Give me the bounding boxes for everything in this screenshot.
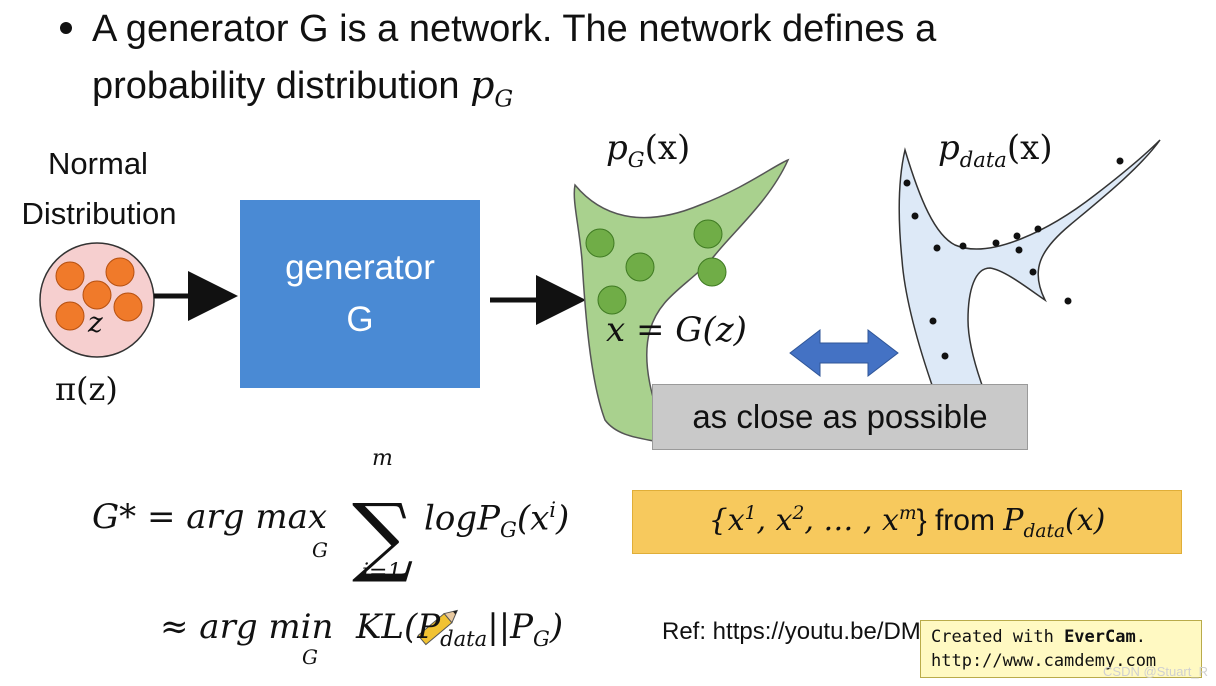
evercam-url: http://www.camdemy.com: [931, 651, 1157, 671]
pdata-samples: [903, 157, 1124, 360]
generator-label: generator: [285, 248, 435, 287]
bullet-line-1: A generator G is a network. The network …: [92, 8, 937, 50]
samples-text: {x1, x2, … , xm} from Pdata(x): [708, 502, 1106, 542]
x-equals-g-z-label: x = G(z): [606, 310, 747, 350]
pencil-cursor-icon: [417, 609, 459, 646]
g-star-equation: G* = arg max: [92, 497, 328, 537]
under-max-g: G: [312, 538, 328, 562]
pg-symbol: pG: [470, 63, 514, 113]
evercam-line-1: Created with EverCam.: [931, 627, 1146, 647]
sample-dot: [55, 301, 85, 331]
pg-x-label: pG(x): [606, 128, 691, 172]
csdn-watermark: CSDN @Stuart_R: [1103, 664, 1208, 679]
sum-upper-limit: m: [372, 446, 393, 471]
normal-samples: [55, 257, 143, 331]
bullet-line-2: probability distribution pG: [92, 64, 513, 120]
bullet-line-2-text: probability distribution: [92, 65, 471, 107]
z-label: z: [88, 306, 103, 339]
sample-dot: [113, 292, 143, 322]
as-close-as-possible-box: as close as possible: [652, 384, 1028, 450]
under-min-g: G: [302, 645, 318, 669]
bullet-point: [60, 22, 72, 34]
as-close-as-possible-text: as close as possible: [692, 398, 988, 435]
sample-dot: [82, 280, 112, 310]
sample-dot: [105, 257, 135, 287]
sum-lower-limit: i=1: [362, 560, 402, 585]
generator-box: generator G: [240, 200, 480, 388]
log-pg-term: logPG(xi): [424, 497, 570, 543]
sample-dot: [55, 261, 85, 291]
pg-samples: [585, 219, 727, 315]
evercam-watermark: Created with EverCam. http://www.camdemy…: [920, 620, 1202, 678]
generator-g-label: G: [346, 300, 374, 339]
pdata-x-label: pdata(x): [938, 128, 1053, 172]
normal-label: Normal: [48, 146, 148, 181]
double-arrow-icon: [789, 328, 899, 378]
samples-box: {x1, x2, … , xm} from Pdata(x): [632, 490, 1182, 554]
distribution-label: Distribution: [21, 196, 177, 231]
summation-icon: ∑: [352, 486, 413, 586]
kl-divergence-term: KL(Pdata||PG): [356, 607, 564, 651]
pdata-distribution-shape: [898, 139, 1161, 386]
approx-argmin-equation: ≈ arg min: [160, 607, 334, 647]
pi-z-label: π(z): [55, 370, 118, 408]
pg-distribution-shape: [573, 158, 790, 447]
